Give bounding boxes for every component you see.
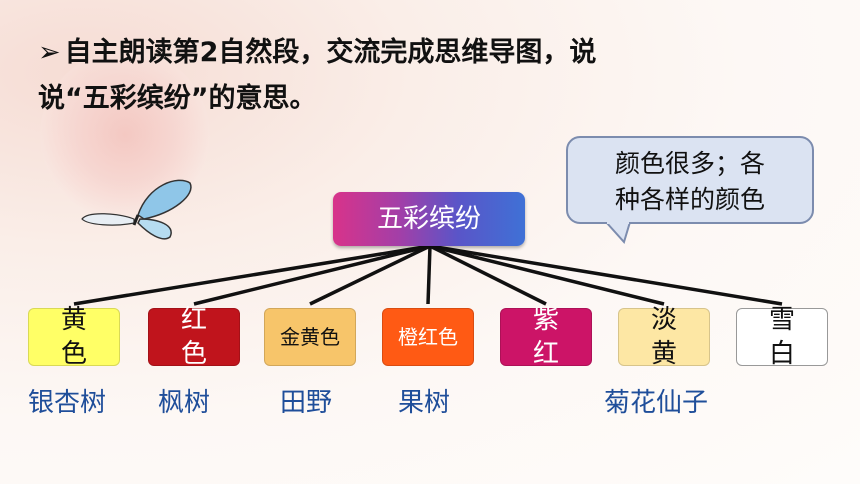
butterfly-icon [81,179,192,240]
bubble-line-2: 种各样的颜色 [614,185,765,214]
connector-line-1 [73,244,431,306]
color-node-text: 黄色 [60,305,87,369]
color-node-5: 紫红 [500,305,592,369]
color-node-4: 橙红色 [382,308,474,366]
color-node-6: 淡黄 [618,305,710,369]
color-node-text: 金黄色 [280,325,340,349]
instruction-text: ➢自主朗读第2自然段，交流完成思维导图，说 说“五彩缤纷”的意思。 [38,30,798,122]
object-label-5: 菊花仙子 [604,388,709,418]
color-node-2: 红色 [148,305,240,369]
color-node-text: 紫红 [532,305,559,369]
connector-line-3 [309,244,431,306]
color-node-text: 红色 [180,305,207,369]
object-label-2: 枫树 [158,388,211,418]
connector-line-5 [429,244,547,306]
color-node-7: 雪白 [736,305,828,369]
connector-line-6 [429,244,665,306]
object-label-1: 银杏树 [28,388,107,418]
connector-line-4 [426,245,432,305]
bubble-tail-icon [604,222,632,244]
color-node-text: 橙红色 [398,325,458,349]
arrow-bullet-icon: ➢ [38,37,61,68]
connector-line-2 [193,244,431,306]
connector-line-7 [429,244,783,306]
color-node-3: 金黄色 [264,308,356,366]
speech-bubble: 颜色很多；各 种各样的颜色 [566,136,814,244]
color-node-text: 淡黄 [650,305,677,369]
bubble-line-1: 颜色很多；各 [614,149,765,178]
instruction-line-2: 说“五彩缤纷”的意思。 [38,83,317,114]
object-label-4: 果树 [398,388,451,418]
color-node-text: 雪白 [768,305,795,369]
color-node-1: 黄色 [28,305,120,369]
center-node: 五彩缤纷 [333,192,525,246]
object-label-3: 田野 [280,388,333,418]
instruction-line-1: 自主朗读第2自然段，交流完成思维导图，说 [64,37,597,68]
